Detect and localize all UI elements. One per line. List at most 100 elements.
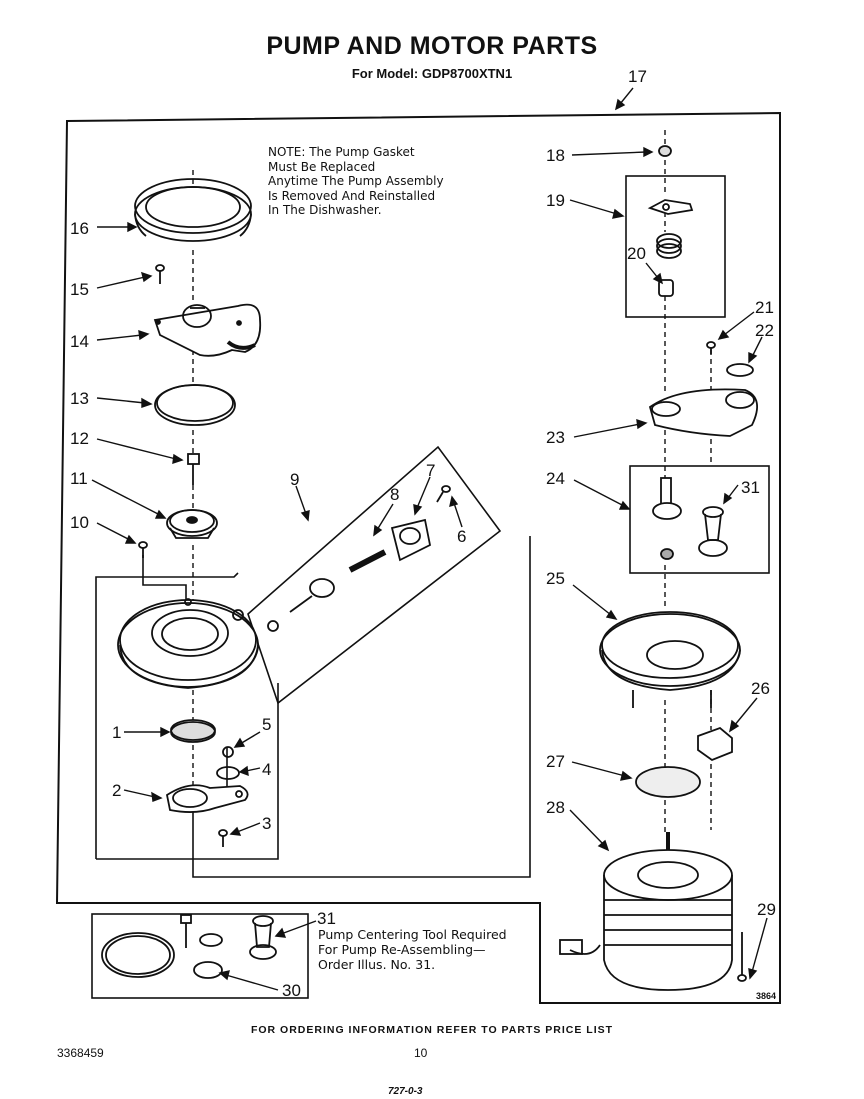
callout-13: 13 — [70, 389, 89, 408]
callout-10: 10 — [70, 513, 89, 532]
leader-21 — [717, 311, 755, 341]
assembly-17-boundary — [55, 111, 781, 1004]
note-line: Is Removed And Reinstalled — [268, 188, 436, 203]
pump-subassembly-boundary — [95, 572, 239, 859]
bracket-23 — [648, 388, 759, 437]
kit-contents-30 — [101, 914, 223, 979]
leader-8 — [373, 503, 394, 537]
part-drawings — [101, 145, 759, 991]
document-number: 3368459 — [57, 1046, 104, 1060]
pump-housing — [117, 598, 259, 689]
callout-25: 25 — [546, 569, 565, 588]
leader-26 — [728, 697, 758, 733]
pump-gasket-note: NOTE: The Pump Gasket Must Be Replaced A… — [268, 145, 478, 218]
impeller-bolt-12 — [187, 453, 200, 485]
leader-23 — [573, 418, 648, 438]
leader-4 — [238, 765, 261, 777]
valve-parts-9 — [267, 485, 451, 632]
callout-7: 7 — [426, 461, 435, 480]
callout-31-right: 31 — [741, 478, 760, 497]
callout-3: 3 — [262, 814, 271, 833]
page-number: 10 — [414, 1046, 428, 1060]
leader-5 — [233, 731, 261, 748]
pump-cover-14 — [153, 303, 262, 357]
leader-2 — [123, 789, 163, 802]
callout-20: 20 — [627, 244, 646, 263]
leader-22 — [748, 336, 763, 364]
centering-tool-31 — [698, 506, 728, 557]
callout-31-kit: 31 — [317, 909, 336, 928]
callout-19: 19 — [546, 191, 565, 210]
leader-30 — [218, 970, 279, 991]
seal-ring-13 — [154, 384, 236, 426]
cam-19 — [647, 199, 694, 259]
drain-housing-2 — [165, 784, 249, 813]
bushing-20 — [658, 279, 674, 297]
callout-18: 18 — [546, 146, 565, 165]
leader-18 — [571, 146, 654, 158]
motor-28 — [559, 832, 733, 991]
callout-6: 6 — [457, 527, 466, 546]
tool-note-line: For Pump Re-Assembling— — [318, 942, 486, 957]
leader-27 — [571, 761, 633, 781]
leader-20 — [645, 262, 664, 285]
shaft-24 — [652, 477, 682, 560]
tool-note-line: Pump Centering Tool Required — [318, 927, 507, 942]
leader-9 — [295, 485, 310, 522]
callout-14: 14 — [70, 332, 89, 351]
callout-26: 26 — [751, 679, 770, 698]
callout-21: 21 — [755, 298, 774, 317]
assembly-9-boundary — [247, 445, 502, 705]
assembly-19-boundary — [625, 175, 726, 318]
note-line: Must Be Replaced — [268, 159, 376, 174]
screw-10 — [138, 541, 148, 558]
leader-16 — [97, 221, 138, 233]
tool-note-line: Order Illus. No. 31. — [318, 957, 436, 972]
leader-31-kit — [274, 920, 317, 938]
note-line: In The Dishwasher. — [268, 203, 382, 217]
motor-mount-25 — [599, 611, 741, 708]
leader-6 — [449, 495, 463, 528]
leader-11 — [91, 479, 167, 519]
callout-15: 15 — [70, 280, 89, 299]
page-title: PUMP AND MOTOR PARTS — [266, 32, 598, 60]
o-ring-4 — [216, 766, 240, 780]
bottom-code: 727-0-3 — [388, 1086, 423, 1097]
terminal-block-26 — [697, 726, 733, 762]
leader-13 — [96, 397, 153, 408]
callout-8: 8 — [390, 485, 399, 504]
leader-19 — [569, 199, 625, 219]
impeller-11 — [166, 509, 218, 539]
leader-17 — [614, 87, 634, 111]
centering-tool-note: Pump Centering Tool Required For Pump Re… — [318, 927, 538, 972]
screw-15 — [155, 264, 165, 284]
centering-tool-31-kit — [249, 915, 277, 960]
note-line: NOTE: The Pump Gasket — [268, 145, 415, 159]
callout-30: 30 — [282, 981, 301, 1000]
filter-screen-1 — [170, 719, 216, 743]
check-ball-5 — [222, 746, 234, 758]
leader-24 — [573, 479, 631, 510]
pump-gasket-16 — [134, 178, 252, 242]
cap-18 — [658, 145, 672, 157]
callout-29: 29 — [757, 900, 776, 919]
model-subtitle: For Model: GDP8700XTN1 — [351, 66, 513, 81]
leader-3 — [229, 822, 261, 836]
leader-25 — [572, 584, 618, 621]
callout-11: 11 — [70, 469, 88, 488]
callout-9: 9 — [290, 470, 299, 489]
leader-10 — [96, 522, 137, 544]
ordering-info: FOR ORDERING INFORMATION REFER TO PARTS … — [250, 1024, 614, 1036]
callout-27: 27 — [546, 752, 565, 771]
screw-3 — [218, 829, 228, 847]
callout-1: 1 — [112, 723, 121, 742]
callout-23: 23 — [546, 428, 565, 447]
callout-17: 17 — [628, 67, 647, 86]
leader-29 — [748, 917, 768, 980]
leader-15 — [96, 271, 153, 289]
callout-16: 16 — [70, 219, 89, 238]
leader-14 — [96, 329, 150, 341]
leader-7 — [413, 476, 431, 516]
